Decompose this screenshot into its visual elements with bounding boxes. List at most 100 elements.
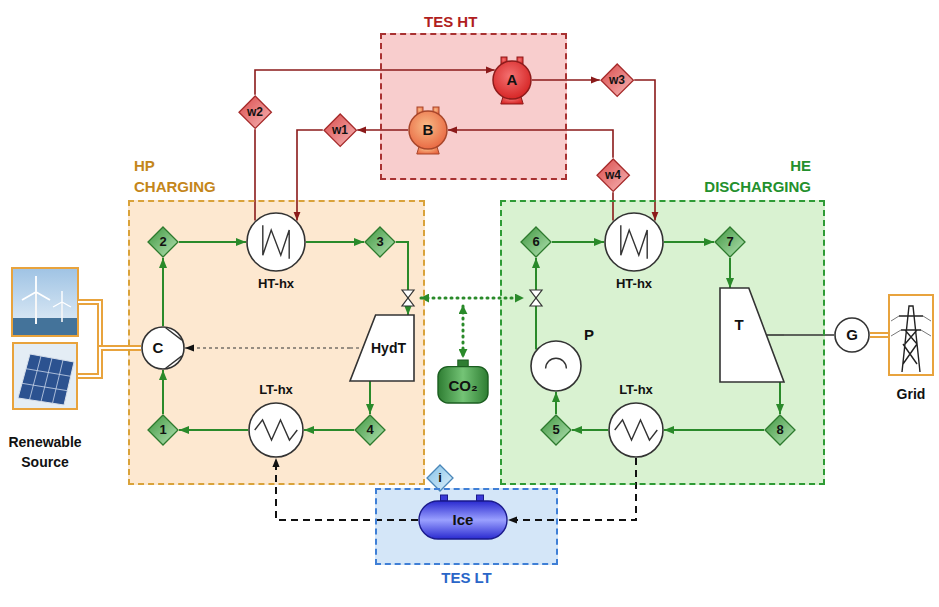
edge-layer bbox=[78, 70, 888, 520]
turbine-shaft bbox=[350, 347, 363, 348]
region-fill bbox=[380, 33, 567, 180]
flow-connector bbox=[448, 130, 613, 158]
compressor-symbol: C bbox=[141, 326, 185, 370]
heat-exchanger: LT-hx bbox=[608, 402, 664, 458]
node-label: HydT bbox=[371, 340, 406, 357]
turbine-tower bbox=[35, 292, 37, 324]
state-point-diamond: i bbox=[426, 464, 454, 492]
node-label: w4 bbox=[605, 168, 621, 182]
node-label: 4 bbox=[366, 422, 373, 438]
picture-box: Renewable Source bbox=[12, 342, 78, 410]
turbine-symbol: T bbox=[720, 288, 784, 382]
co2-transfer-line bbox=[421, 297, 523, 300]
power-line-core bbox=[78, 302, 100, 348]
shape-outline bbox=[530, 340, 582, 392]
flow-connector bbox=[304, 429, 354, 431]
generator-outline bbox=[835, 318, 869, 352]
node-label: HT-hx bbox=[616, 276, 652, 292]
state-point-diamond: 5 bbox=[540, 414, 572, 446]
diamond-outline bbox=[765, 415, 795, 445]
flow-connector bbox=[369, 381, 371, 414]
region-fill bbox=[500, 200, 825, 485]
node-label: 1 bbox=[159, 422, 166, 438]
flow-connector bbox=[179, 241, 246, 243]
label-frame: Ice bbox=[418, 500, 508, 540]
subsystem-region: HE DISCHARGING6HT-hx7PT5LT-hx8 bbox=[500, 200, 825, 485]
diamond-outline bbox=[715, 227, 745, 257]
state-point-diamond: 7 bbox=[714, 226, 746, 258]
exchanger-outline bbox=[609, 403, 663, 457]
flow-connector bbox=[612, 192, 614, 220]
diamond-outline bbox=[239, 96, 271, 128]
label-frame: w1 bbox=[323, 113, 357, 147]
node-label: 2 bbox=[159, 234, 166, 250]
diamond-outline bbox=[148, 415, 178, 445]
picture-box: Grid bbox=[888, 294, 934, 376]
node-label: TES HT bbox=[424, 13, 477, 31]
node-label: 8 bbox=[776, 422, 783, 438]
node-label: A bbox=[507, 71, 518, 89]
compressor-outline bbox=[142, 327, 184, 369]
flow-connector bbox=[779, 382, 781, 414]
subsystem-region: HP CHARGING2HT-hx3CHydT1LT-hx4 bbox=[128, 200, 425, 485]
wind-box bbox=[12, 268, 78, 336]
flow-connector bbox=[664, 241, 714, 243]
node-label: HE DISCHARGING bbox=[704, 155, 811, 199]
flow-connector bbox=[555, 392, 557, 414]
label-frame: A bbox=[492, 60, 532, 100]
valve-symbol bbox=[402, 290, 414, 306]
label-frame: G bbox=[834, 317, 870, 353]
pylon-wires bbox=[891, 316, 931, 336]
power-line-core bbox=[870, 334, 888, 336]
label-frame: 6 bbox=[520, 226, 552, 258]
power-line bbox=[870, 332, 888, 338]
node-label: Ice bbox=[453, 511, 474, 529]
heat-exchanger: LT-hx bbox=[248, 402, 304, 458]
node-label: HT-hx bbox=[258, 276, 294, 292]
label-frame: 4 bbox=[354, 414, 386, 446]
flow-connector bbox=[162, 258, 164, 326]
tank-body bbox=[409, 111, 447, 149]
storage-tank: B bbox=[408, 110, 448, 150]
state-point-diamond: 4 bbox=[354, 414, 386, 446]
state-point-diamond: 3 bbox=[364, 226, 396, 258]
state-point-diamond: 6 bbox=[520, 226, 552, 258]
solar-panel bbox=[18, 354, 74, 405]
shape-outline bbox=[248, 402, 304, 458]
turbine-blades bbox=[22, 276, 50, 300]
ice-tank: Ice bbox=[418, 500, 508, 540]
tank-nozzle bbox=[441, 495, 448, 501]
label-frame: 7 bbox=[714, 226, 746, 258]
node-label: Renewable Source bbox=[8, 432, 81, 473]
power-line bbox=[78, 302, 100, 348]
diamond-outline bbox=[355, 415, 385, 445]
subsystem-region: TES LTIce bbox=[375, 488, 558, 565]
region-fill bbox=[128, 200, 425, 485]
exchanger-outline bbox=[247, 213, 305, 271]
exchanger-outline bbox=[605, 213, 663, 271]
flow-connector bbox=[729, 258, 731, 288]
state-point-diamond: w2 bbox=[238, 95, 272, 129]
flow-connector bbox=[254, 129, 256, 220]
flow-connector bbox=[162, 370, 164, 414]
label-frame: 2 bbox=[147, 226, 179, 258]
storage-tank: A bbox=[492, 60, 532, 100]
state-point-diamond: 8 bbox=[764, 414, 796, 446]
label-frame: w4 bbox=[596, 158, 630, 192]
exchanger-outline bbox=[249, 403, 303, 457]
state-point-diamond: w4 bbox=[596, 158, 630, 192]
node-label: T bbox=[734, 316, 743, 334]
exchanger-coil bbox=[263, 225, 289, 259]
power-line bbox=[78, 348, 141, 376]
label-frame: B bbox=[408, 110, 448, 150]
node-label: C bbox=[153, 339, 164, 357]
label-frame: i bbox=[426, 464, 454, 492]
diamond-outline bbox=[324, 114, 356, 146]
turbine-tower bbox=[61, 302, 63, 322]
flow-connector bbox=[664, 429, 764, 431]
compressor-blades bbox=[166, 328, 182, 368]
label-frame: 5 bbox=[540, 414, 572, 446]
node-label: Grid bbox=[897, 386, 926, 403]
node-label: TES LT bbox=[441, 569, 492, 587]
turbine-outline bbox=[720, 288, 784, 382]
